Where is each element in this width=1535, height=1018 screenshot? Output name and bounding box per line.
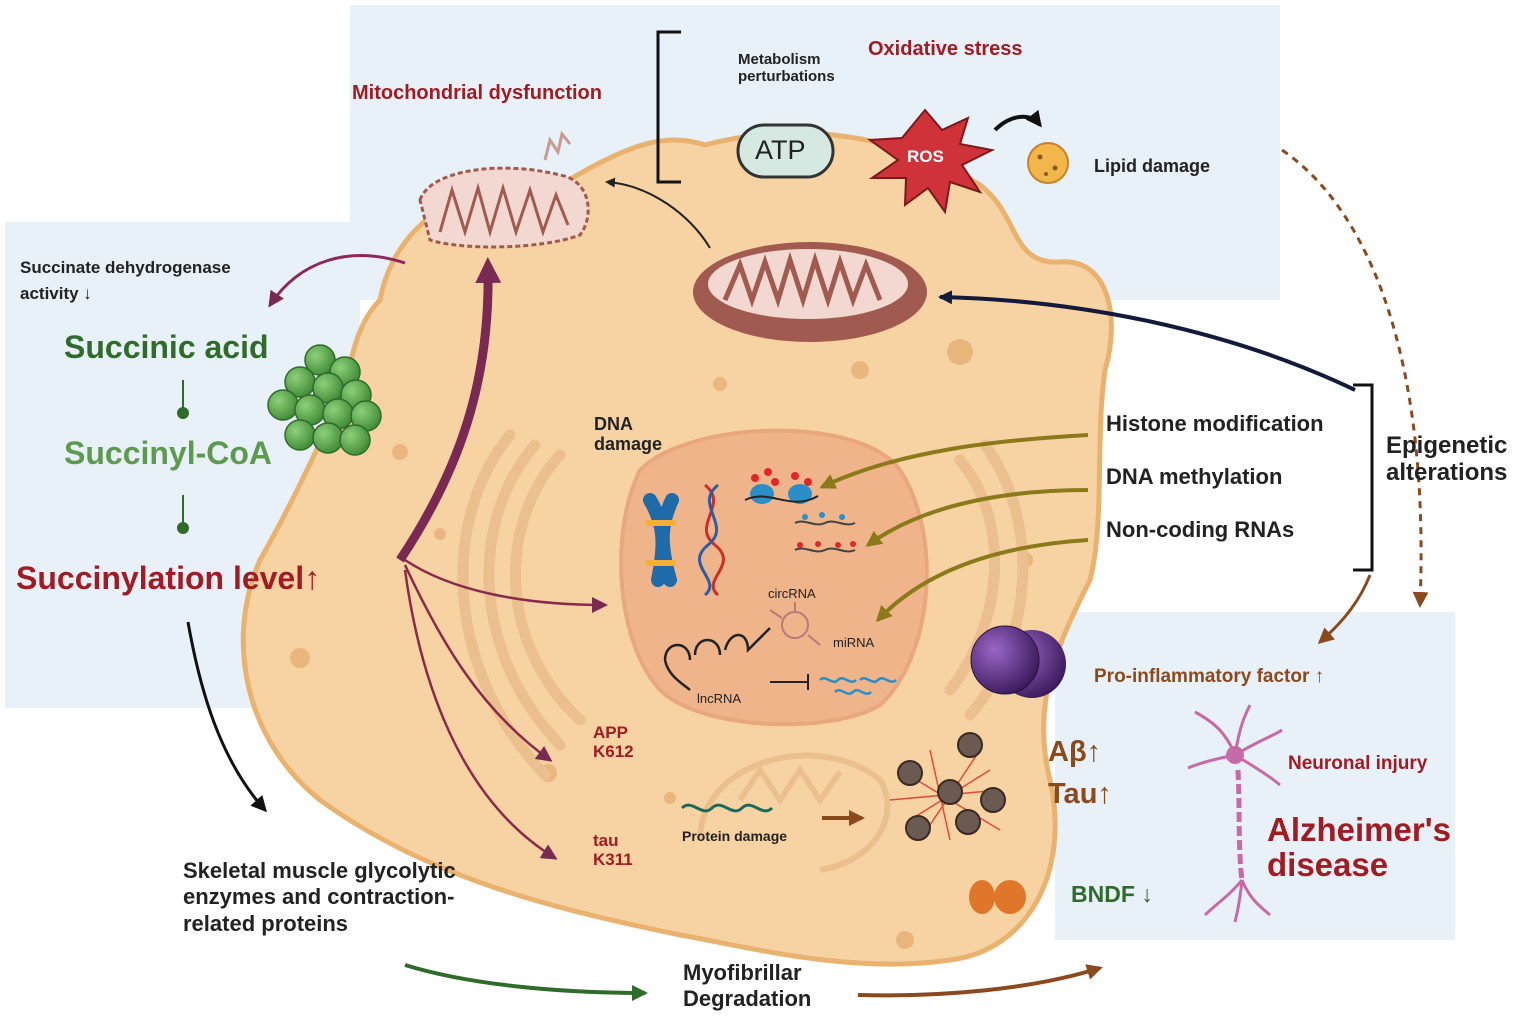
- atp-shape: [736, 123, 835, 179]
- inhibition-icon: [770, 674, 809, 690]
- amyloid-plaques-icon: [889, 732, 1006, 841]
- histone-modification-label: Histone modification: [1106, 411, 1324, 436]
- ros-to-lipid-arrow: [993, 109, 1042, 132]
- muscle-to-degradation-arrow: [404, 963, 648, 1001]
- mirna-label: miRNA: [833, 635, 875, 650]
- succinyl-coa-label: Succinyl-CoA: [64, 435, 273, 471]
- succinylation-level-label: Succinylation level↑: [16, 560, 321, 596]
- lncrna-label: lncRNA: [697, 691, 742, 706]
- nucleus: [619, 428, 929, 727]
- chromosome-icon: [643, 493, 679, 587]
- lipid-droplet-icon: [1027, 142, 1069, 184]
- alzheimers-disease-label: Alzheimer's disease: [1267, 811, 1451, 883]
- non-coding-rnas-label: Non-coding RNAs: [1106, 517, 1295, 542]
- neuronal-injury-label: Neuronal injury: [1288, 753, 1428, 774]
- epigenetic-to-mito-arrow: [938, 290, 1356, 392]
- faded-mitochondrion-icon: [697, 752, 891, 873]
- circrna-icon: [769, 602, 821, 646]
- epigenetic-bracket: [1353, 383, 1374, 572]
- sdh-activity-label: Succinate dehydrogenase activity ↓: [20, 258, 231, 303]
- ros-label: ROS: [907, 147, 944, 166]
- myofibrillar-degradation-label: Myofibrillar Degradation: [683, 960, 812, 1011]
- neuron-icon: [1187, 704, 1283, 923]
- dna-damage-label: DNA damage: [594, 414, 663, 455]
- succinic-acid-cluster-icon: [267, 344, 382, 456]
- succinylation-target-arrows: [403, 558, 608, 860]
- abeta-label: Aβ↑: [1048, 736, 1102, 768]
- vesicle-icon: [994, 880, 1026, 914]
- epigenetic-to-nucleus-arrows: [819, 433, 1089, 623]
- oxidative-stress-label: Oxidative stress: [868, 38, 1023, 60]
- dna-helix-icon: [698, 483, 725, 597]
- mitochondrion-icon: [693, 242, 927, 342]
- dna-methylation-label: DNA methylation: [1106, 464, 1283, 489]
- microglia-sphere-icon: [970, 625, 1040, 695]
- tau-k311-label: tau K311: [593, 831, 633, 870]
- ros-star: [867, 108, 996, 215]
- vesicle-icon: [969, 880, 995, 914]
- epigenetic-alterations-label: Epigenetic alterations: [1386, 432, 1508, 486]
- circrna-label: circRNA: [768, 586, 816, 601]
- histone-icon: [744, 468, 819, 504]
- neuron-soma: [1226, 746, 1244, 764]
- atp-label: ATP: [755, 135, 806, 165]
- tau-label: Tau↑: [1048, 778, 1112, 810]
- skeletal-muscle-label: Skeletal muscle glycolytic enzymes and c…: [183, 858, 456, 936]
- lncrna-icon: [663, 627, 771, 691]
- lipid-damage-label: Lipid damage: [1094, 156, 1211, 176]
- mirna-icon: [819, 677, 897, 695]
- arrow-to-dysfunction: [605, 177, 711, 249]
- protein-damage-label: Protein damage: [682, 828, 788, 844]
- succinylation-to-mito-arrow: [396, 257, 502, 563]
- left-pathway-links: [177, 380, 189, 534]
- methylated-dna-icon: [794, 512, 856, 553]
- succinic-acid-label: Succinic acid: [64, 329, 269, 365]
- epigenetic-to-inflammation-arrow: [1317, 574, 1372, 644]
- sdh-arrow: [268, 254, 406, 308]
- mitochondrial-dysfunction-label: Mitochondrial dysfunction: [352, 82, 602, 104]
- app-k612-label: APP K612: [593, 723, 634, 762]
- protein-chain-icon: [680, 803, 774, 813]
- bndf-label: BNDF ↓: [1071, 881, 1153, 907]
- degradation-to-ad-arrow: [857, 964, 1103, 998]
- skeletal-muscle-arrow: [186, 621, 268, 813]
- pro-inflammatory-label: Pro-inflammatory factor ↑: [1094, 666, 1325, 687]
- dysfunction-bracket: [656, 30, 681, 184]
- metabolism-perturbations-label: Metabolism perturbations: [738, 51, 835, 85]
- right-panel: [1055, 612, 1455, 940]
- oxidative-to-ad-arrow: [1281, 148, 1429, 608]
- damaged-mitochondrion-icon: [418, 130, 590, 249]
